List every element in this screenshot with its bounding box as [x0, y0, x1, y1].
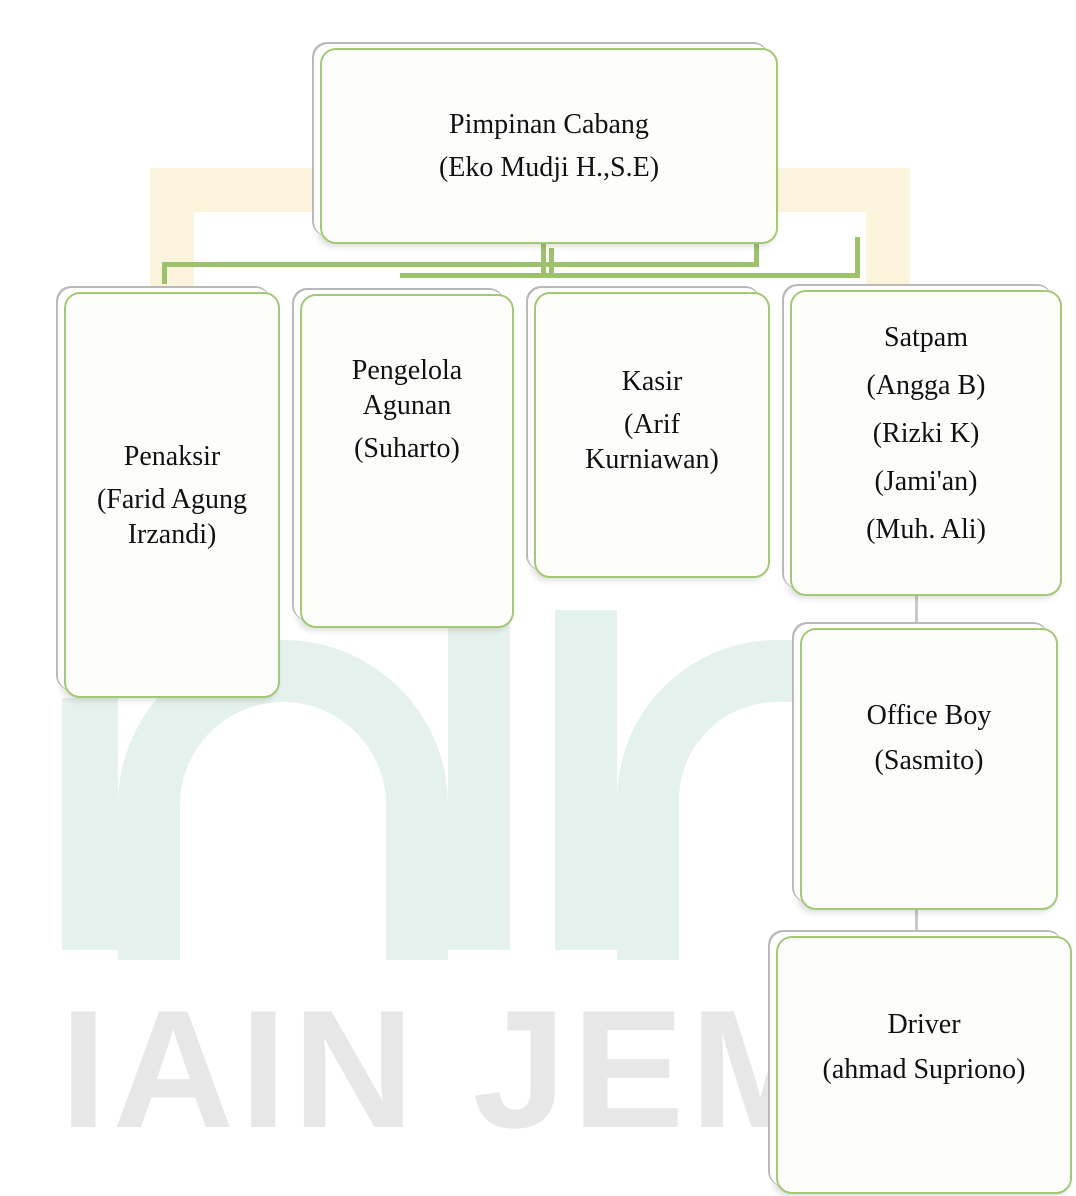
watermark-stem-mid2 — [555, 610, 617, 950]
role-label: Office Boy — [866, 700, 992, 732]
role-label: Driver — [887, 1009, 961, 1041]
watermark-stem-mid — [448, 620, 510, 950]
role-label: Penaksir — [123, 440, 221, 472]
person-name: (Arif — [624, 408, 680, 440]
person-name: Kurniawan) — [585, 443, 719, 475]
connector-office-driver — [915, 910, 918, 936]
connector-horizontal-left — [162, 262, 758, 267]
role-label: Kasir — [621, 365, 683, 397]
person-name: (Rizki K) — [872, 417, 980, 449]
role-label: Agunan — [362, 389, 452, 421]
connector-drop-right — [754, 240, 759, 267]
person-name: (Muh. Ali) — [866, 514, 986, 546]
watermark-bar-left — [150, 168, 194, 288]
person-name: (Angga B) — [866, 369, 986, 401]
node-satpam: Satpam (Angga B) (Rizki K) (Jami'an) (Mu… — [790, 290, 1062, 596]
node-driver: Driver (ahmad Supriono) — [776, 936, 1072, 1194]
person-name: Irzandi) — [127, 518, 217, 550]
connector-root-down — [541, 244, 546, 278]
node-pimpinan-cabang: Pimpinan Cabang (Eko Mudji H.,S.E) — [320, 48, 778, 244]
connector-drop-satpam — [855, 237, 860, 278]
node-office-boy: Office Boy (Sasmito) — [800, 628, 1058, 910]
person-name: (Sasmito) — [874, 745, 984, 776]
connector-satpam-office — [915, 596, 918, 626]
role-label: Pengelola — [351, 354, 463, 386]
role-label: Pimpinan Cabang — [449, 109, 649, 140]
connector-drop-penaksir — [162, 262, 167, 284]
role-label: Satpam — [884, 321, 968, 353]
person-name: (Farid Agung — [96, 483, 248, 515]
watermark-arc-right — [617, 640, 797, 960]
connector-drop-kasir — [549, 248, 554, 278]
person-name: (Jami'an) — [874, 466, 978, 498]
watermark-stem-left — [62, 698, 118, 950]
node-kasir: Kasir (Arif Kurniawan) — [534, 292, 770, 578]
node-penaksir: Penaksir (Farid Agung Irzandi) — [64, 292, 280, 698]
node-pengelola-agunan: Pengelola Agunan (Suharto) — [300, 294, 514, 628]
connector-horizontal-right — [400, 273, 860, 278]
person-name: (Eko Mudji H.,S.E) — [438, 152, 660, 183]
person-name: (ahmad Supriono) — [822, 1054, 1026, 1085]
person-name: (Suharto) — [354, 432, 460, 464]
watermark-bar-right — [866, 168, 910, 288]
